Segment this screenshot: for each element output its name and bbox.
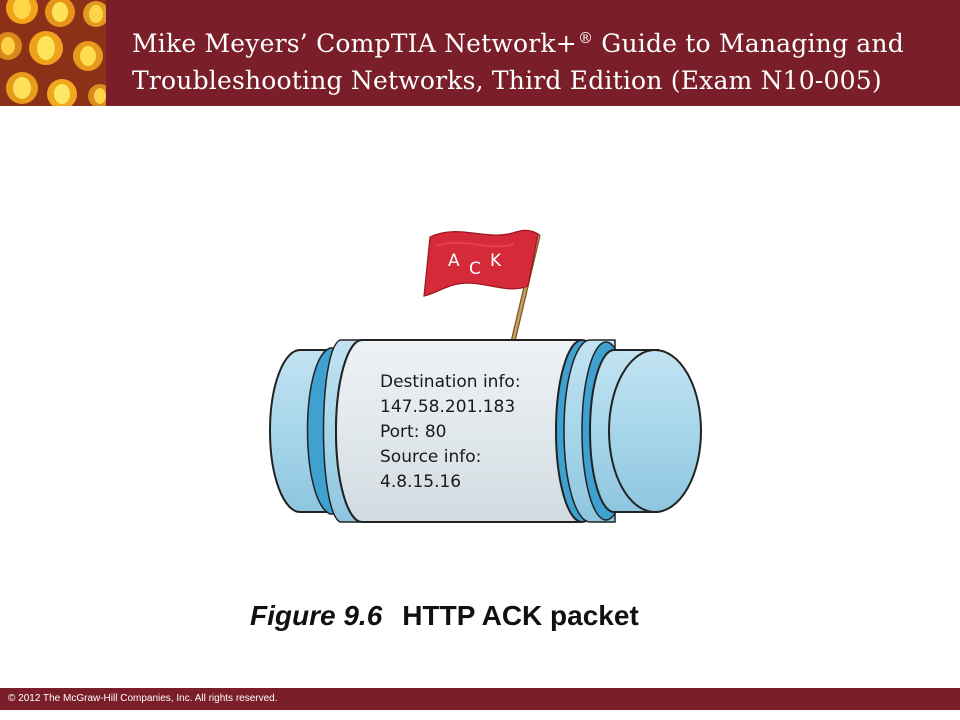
header-bar: Mike Meyers’ CompTIA Network+® Guide to … — [0, 0, 960, 106]
title-line-1-text: Mike Meyers’ CompTIA Network+ — [132, 29, 577, 58]
figure-caption: Figure 9.6 HTTP ACK packet — [250, 600, 639, 632]
flag-letter-c: C — [469, 259, 481, 279]
slide-title: Mike Meyers’ CompTIA Network+® Guide to … — [132, 20, 952, 99]
packet-line-destination-ip: 147.58.201.183 — [380, 397, 515, 417]
packet-line-destination-label: Destination info: — [380, 372, 521, 392]
packet-cylinder — [269, 339, 702, 523]
flag-letter-k: K — [490, 251, 502, 271]
logo-pipes-icon — [0, 0, 106, 106]
figure-title: HTTP ACK packet — [402, 600, 639, 631]
ack-flag: A C K — [423, 229, 539, 297]
flag-letter-a: A — [448, 251, 460, 271]
title-line-1-end: Guide to Managing and — [593, 29, 904, 58]
packet-line-source-ip: 4.8.15.16 — [380, 472, 461, 492]
footer-bar: © 2012 The McGraw-Hill Companies, Inc. A… — [0, 688, 960, 710]
title-line-1: Mike Meyers’ CompTIA Network+® Guide to … — [132, 20, 952, 62]
packet-info: Destination info: 147.58.201.183 Port: 8… — [380, 372, 521, 492]
packet-line-port: Port: 80 — [380, 422, 446, 442]
logo-graphic — [0, 0, 106, 106]
figure-number: Figure 9.6 — [250, 600, 383, 631]
title-line-2: Troubleshooting Networks, Third Edition … — [132, 66, 882, 95]
registered-mark: ® — [577, 29, 594, 47]
packet-line-source-label: Source info: — [380, 447, 481, 467]
copyright-text: © 2012 The McGraw-Hill Companies, Inc. A… — [8, 693, 278, 704]
